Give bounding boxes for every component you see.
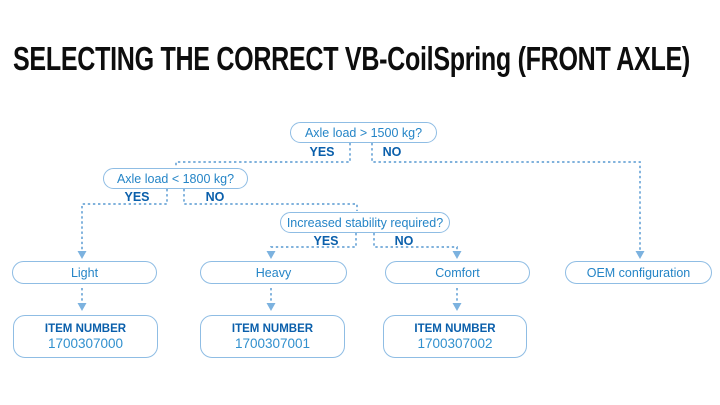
item-number-heading: ITEM NUMBER xyxy=(414,322,496,335)
item-number-value: 1700307000 xyxy=(47,335,124,351)
page-title: SELECTING THE CORRECT VB-CoilSpring (FRO… xyxy=(13,40,690,77)
item-number-heading: ITEM NUMBER xyxy=(44,322,127,335)
result-light: Light xyxy=(12,261,157,284)
decision-1-no-label: NO xyxy=(382,145,402,159)
decision-2-yes-label: YES xyxy=(124,190,150,204)
decision-axle-load-1500: Axle load > 1500 kg? xyxy=(290,122,437,143)
arrowheads xyxy=(77,251,645,311)
item-number-heading: ITEM NUMBER xyxy=(231,322,314,335)
decision-3-no-label: NO xyxy=(394,234,414,248)
result-comfort: Comfort xyxy=(385,261,530,284)
item-number-value: 1700307002 xyxy=(417,335,493,351)
decision-3-yes-label: YES xyxy=(313,234,339,248)
result-oem-configuration: OEM configuration xyxy=(565,261,712,284)
decision-2-no-label: NO xyxy=(205,190,225,204)
decision-increased-stability: Increased stability required? xyxy=(280,212,450,233)
result-heavy: Heavy xyxy=(200,261,347,284)
decision-axle-load-1800: Axle load < 1800 kg? xyxy=(103,168,248,189)
item-number-box-comfort: ITEM NUMBER 1700307002 xyxy=(383,315,527,358)
item-number-value: 1700307001 xyxy=(234,335,311,351)
dashed-connectors xyxy=(81,143,641,302)
item-number-box-heavy: ITEM NUMBER 1700307001 xyxy=(200,315,345,358)
decision-1-yes-label: YES xyxy=(309,145,335,159)
item-number-box-light: ITEM NUMBER 1700307000 xyxy=(13,315,158,358)
